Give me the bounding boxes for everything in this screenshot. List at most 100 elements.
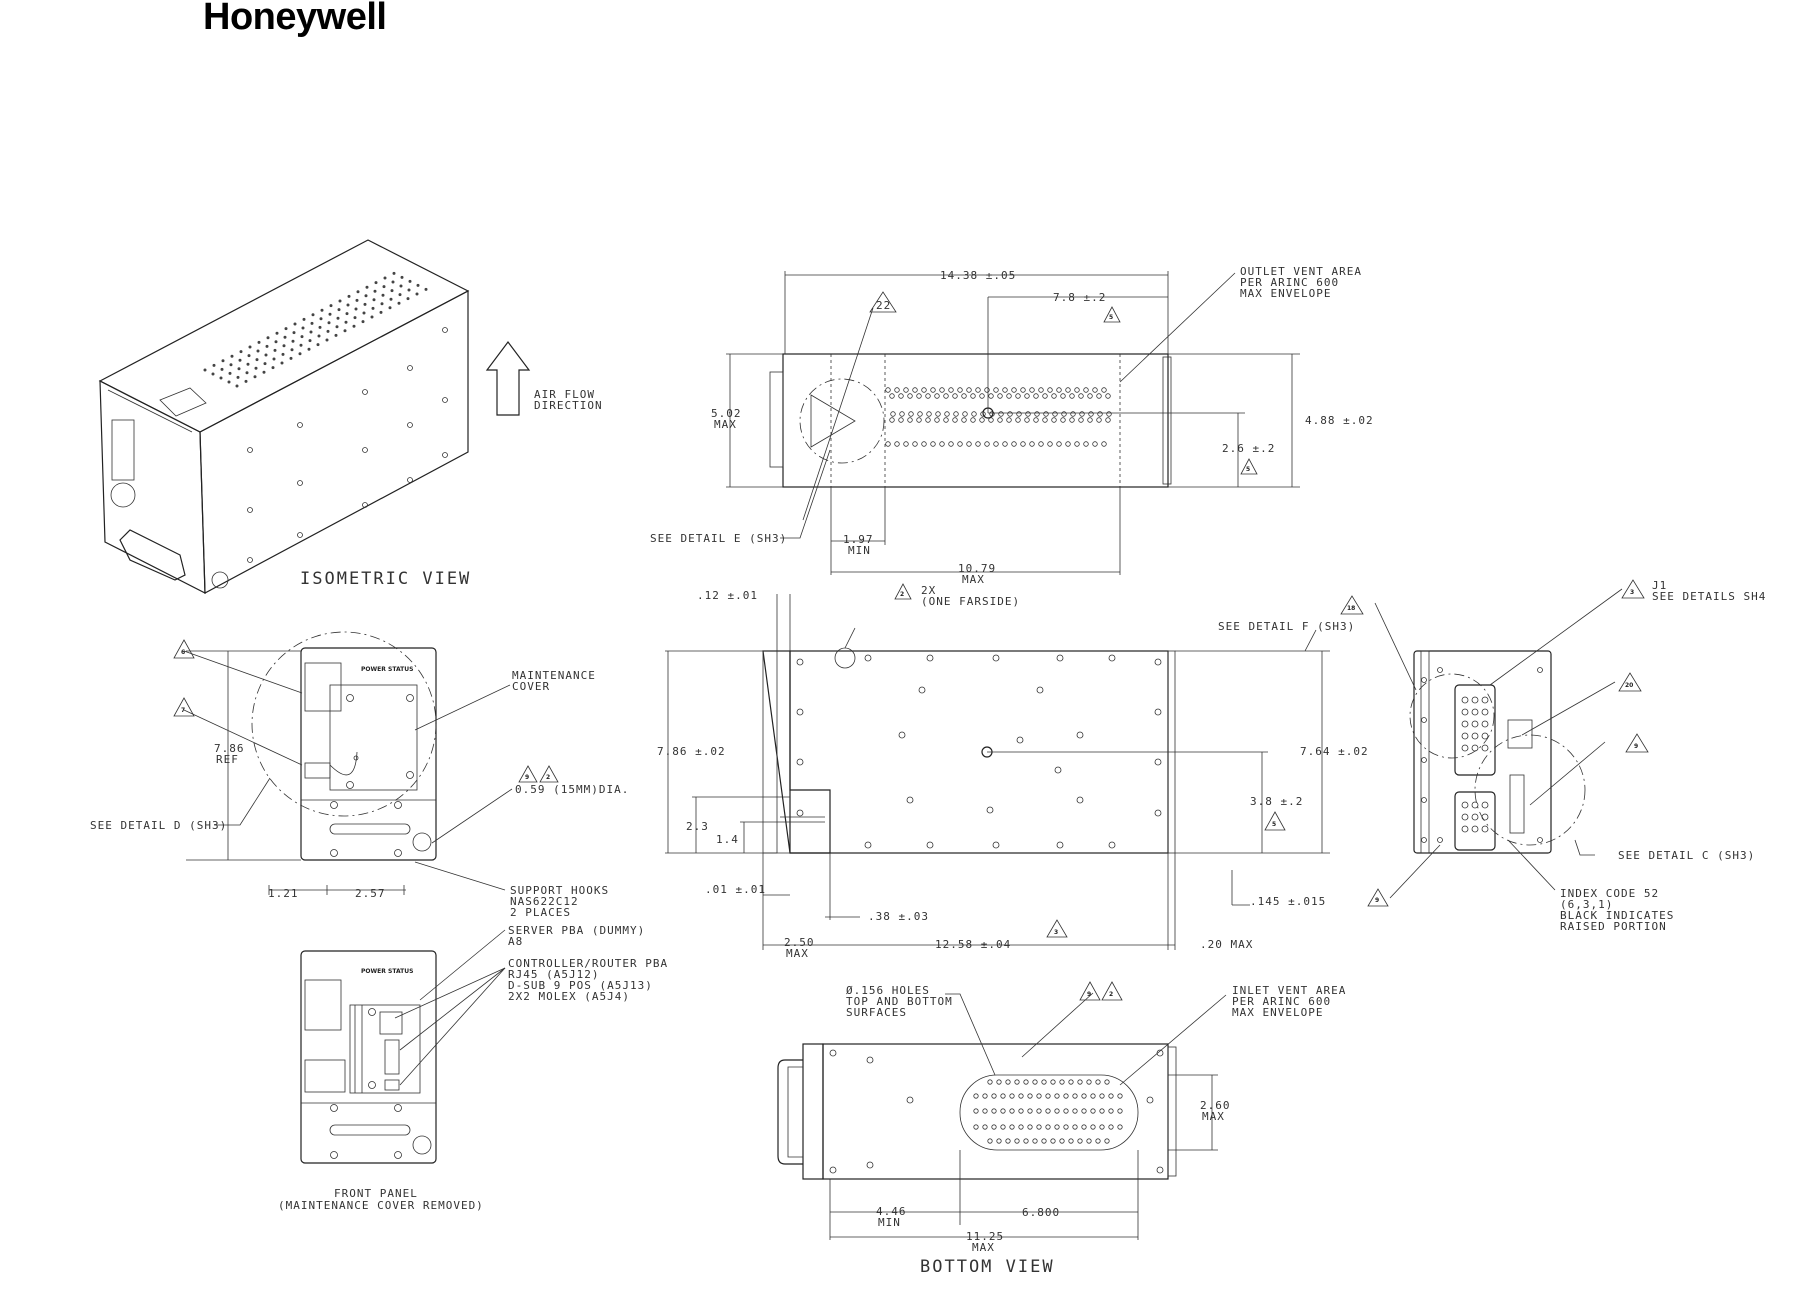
svg-text:6: 6 xyxy=(181,649,185,656)
vent-hole xyxy=(263,362,267,366)
svg-text:9: 9 xyxy=(525,774,529,781)
vent-hole xyxy=(1005,1138,1011,1144)
vent-hole xyxy=(1072,1108,1078,1114)
vent-hole xyxy=(1052,411,1058,417)
vent-hole xyxy=(416,283,420,287)
connector-pin xyxy=(1481,696,1489,704)
vent-hole xyxy=(975,441,981,447)
bottom-view-title: BOTTOM VIEW xyxy=(920,1257,1055,1277)
dim-1079: 10.79 xyxy=(958,562,996,575)
vent-hole xyxy=(975,387,981,393)
svg-text:(ONE FARSIDE): (ONE FARSIDE) xyxy=(921,595,1020,608)
vent-hole xyxy=(1038,441,1044,447)
vent-hole xyxy=(346,303,350,307)
screw xyxy=(247,507,253,513)
vent-hole xyxy=(273,348,277,352)
vent-hole xyxy=(1054,1124,1060,1130)
vent-hole xyxy=(925,393,931,399)
holes-label-2: TOP AND BOTTOM xyxy=(846,995,953,1008)
vent-hole xyxy=(362,311,366,315)
vent-hole xyxy=(930,387,936,393)
vent-hole xyxy=(219,376,223,380)
vent-hole xyxy=(1108,1093,1114,1099)
connector-pin xyxy=(1461,732,1469,740)
vent-hole xyxy=(979,417,985,423)
dim-length: 14.38 ±.05 xyxy=(940,269,1016,282)
screw xyxy=(407,365,413,371)
screw xyxy=(796,658,804,666)
inlet-label-1: INLET VENT AREA xyxy=(1232,984,1346,997)
vent-hole xyxy=(1027,1124,1033,1130)
vent-hole xyxy=(987,1079,993,1085)
vent-hole xyxy=(1083,387,1089,393)
index-code-1: INDEX CODE 52 xyxy=(1560,887,1659,900)
outlet-label-3: MAX ENVELOPE xyxy=(1240,287,1331,300)
screw xyxy=(368,1008,376,1016)
screw xyxy=(1537,667,1543,673)
vent-hole xyxy=(971,411,977,417)
vent-hole xyxy=(1068,1079,1074,1085)
vent-hole xyxy=(392,271,396,275)
vent-hole xyxy=(309,330,313,334)
rear-connector-pins xyxy=(1461,696,1489,833)
vent-hole xyxy=(1009,1108,1015,1114)
vent-hole xyxy=(973,1108,979,1114)
vent-hole xyxy=(1081,1108,1087,1114)
vent-hole xyxy=(926,411,932,417)
svg-text:9: 9 xyxy=(1634,743,1638,750)
vent-hole xyxy=(1015,393,1021,399)
vent-hole xyxy=(230,354,234,358)
vent-hole xyxy=(275,331,279,335)
vent-hole xyxy=(203,368,207,372)
vent-hole xyxy=(1020,387,1026,393)
vent-hole xyxy=(907,417,913,423)
vent-hole xyxy=(939,441,945,447)
screw xyxy=(394,1104,402,1112)
vent-hole xyxy=(1069,393,1075,399)
index-code-2: (6,3,1) xyxy=(1560,898,1613,911)
vent-hole xyxy=(1009,1124,1015,1130)
vent-hole xyxy=(1011,441,1017,447)
vent-hole xyxy=(1097,411,1103,417)
vent-hole xyxy=(1078,417,1084,423)
screw xyxy=(1156,1166,1164,1174)
connector-pin xyxy=(1471,720,1479,728)
honeywell-logo: Honeywell xyxy=(203,0,387,38)
screw xyxy=(906,1096,914,1104)
screw xyxy=(407,422,413,428)
vent-hole xyxy=(220,367,224,371)
vent-hole xyxy=(301,326,305,330)
vent-hole xyxy=(997,393,1003,399)
vent-hole xyxy=(1096,417,1102,423)
vent-hole xyxy=(1023,1138,1029,1144)
vent-hole xyxy=(1108,1108,1114,1114)
svg-text:9: 9 xyxy=(1087,991,1091,998)
svg-text:5: 5 xyxy=(1109,314,1113,321)
vent-hole xyxy=(345,312,349,316)
connector-pin xyxy=(1471,696,1479,704)
rear-screws xyxy=(1421,667,1543,843)
rear-view xyxy=(1374,588,1623,899)
screw xyxy=(1108,841,1116,849)
vent-hole xyxy=(290,348,294,352)
vent-hole xyxy=(1077,1138,1083,1144)
vent-hole xyxy=(253,375,257,379)
vent-hole xyxy=(239,350,243,354)
svg-text:2: 2 xyxy=(546,774,550,781)
dim-197: 1.97 xyxy=(843,533,874,546)
vent-hole xyxy=(1079,411,1085,417)
screw xyxy=(330,849,338,857)
vent-hole xyxy=(281,352,285,356)
vent-hole xyxy=(328,312,332,316)
vent-hole xyxy=(329,304,333,308)
vent-hole xyxy=(361,320,365,324)
vent-hole xyxy=(982,1093,988,1099)
screw xyxy=(1154,708,1162,716)
vent-hole xyxy=(916,417,922,423)
screw xyxy=(362,447,368,453)
vent-hole xyxy=(903,387,909,393)
vent-hole xyxy=(1034,411,1040,417)
vent-hole xyxy=(1090,1108,1096,1114)
vent-hole xyxy=(889,417,895,423)
vent-hole xyxy=(381,293,385,297)
